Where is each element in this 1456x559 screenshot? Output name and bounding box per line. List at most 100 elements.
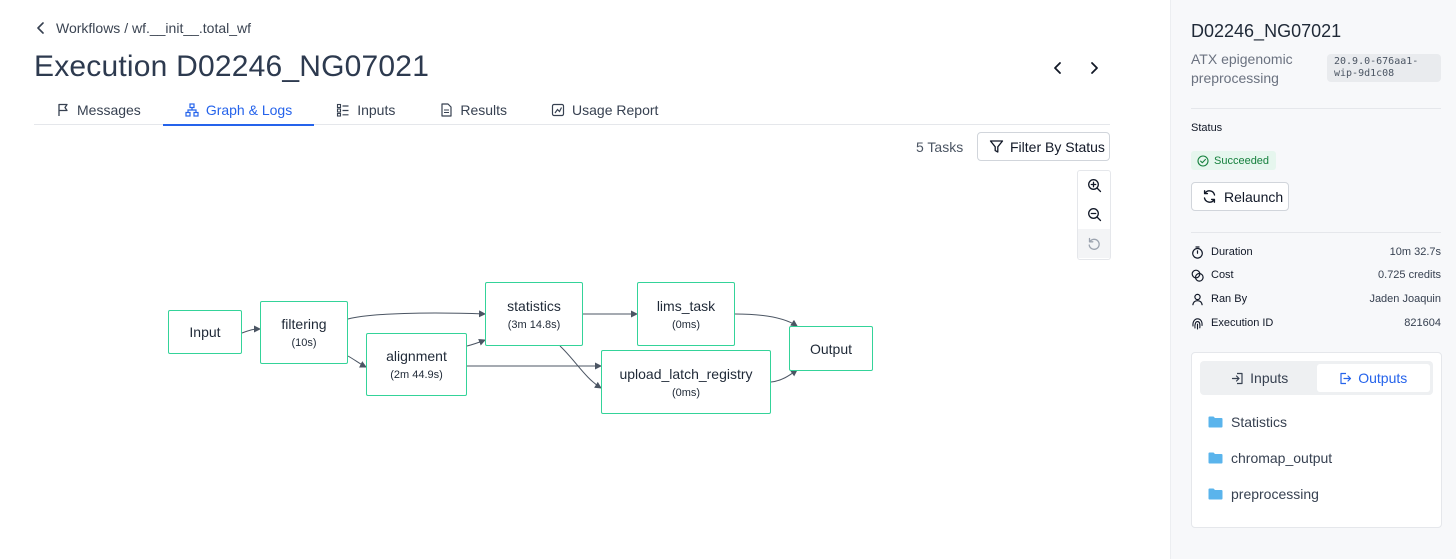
execution-id-row: Execution ID 821604 [1191,314,1441,332]
node-label: lims_task [656,297,716,314]
execution-id-value: 821604 [1404,317,1441,329]
duration-label: Duration [1211,246,1253,258]
tab-label: Usage Report [572,101,659,118]
inputs-toggle-label: Inputs [1250,370,1289,386]
io-panel: Inputs Outputs Statistics chromap_output… [1191,352,1442,528]
execution-id-label: Execution ID [1211,317,1274,329]
divider [1191,108,1441,109]
edge-lims-output [734,313,798,327]
tab-bar: Messages Graph & Logs Inputs Results Usa… [34,94,1110,126]
cost-value: 0.725 credits [1378,269,1441,281]
ran-by-value: Jaden Joaquin [1369,293,1441,305]
execution-nav [1050,58,1102,78]
chevron-left-icon[interactable] [36,19,48,37]
node-label: Output [809,340,853,357]
execution-sidebar: D02246_NG07021 ATX epigenomic preprocess… [1170,0,1456,559]
next-execution-button[interactable] [1086,58,1102,78]
node-duration: (0ms) [671,318,701,331]
edge-input-filtering [241,325,261,334]
breadcrumb[interactable]: Workflows / wf.__init__.total_wf [36,19,251,37]
node-filtering[interactable]: filtering (10s) [260,301,348,364]
zoom-in-icon [1087,179,1101,193]
page-title: Execution D02246_NG07021 [34,50,430,83]
chevron-right-icon [1091,62,1098,74]
tab-usage-report[interactable]: Usage Report [529,94,680,125]
output-folder[interactable]: Statistics [1208,412,1287,432]
tab-label: Messages [77,101,141,118]
graph-icon [185,102,199,117]
zoom-in-button[interactable] [1078,171,1110,200]
fingerprint-icon [1192,317,1203,330]
user-icon [1192,293,1203,305]
relaunch-button[interactable]: Relaunch [1191,182,1289,211]
inputs-toggle[interactable]: Inputs [1203,364,1317,392]
task-count: 5 Tasks [916,139,964,155]
node-statistics[interactable]: statistics (3m 14.8s) [485,282,583,346]
outputs-toggle-label: Outputs [1358,370,1408,386]
node-label: alignment [386,348,447,364]
refresh-icon [1203,190,1216,203]
output-folder[interactable]: preprocessing [1208,484,1319,504]
workflow-graph[interactable]: Input filtering (10s) alignment (2m 44.9… [0,260,1170,440]
node-upload-latch-registry[interactable]: upload_latch_registry (0ms) [601,350,771,414]
tab-label: Results [460,101,508,118]
node-duration: (3m 14.8s) [507,318,561,331]
zoom-controls [1077,170,1111,260]
tab-label: Graph & Logs [205,101,293,118]
tab-results[interactable]: Results [417,94,529,125]
zoom-out-button[interactable] [1078,200,1110,229]
node-duration: (2m 44.9s) [390,369,443,381]
node-output[interactable]: Output [789,326,873,371]
document-icon [441,102,452,117]
node-duration: (0ms) [671,386,701,399]
execution-name: D02246_NG07021 [1191,21,1342,41]
folder-icon [1208,452,1223,464]
tab-messages[interactable]: Messages [34,94,163,125]
edge-alignment-statistics [466,338,486,347]
divider [1191,232,1441,233]
filter-by-status-button[interactable]: Filter By Status [977,132,1110,161]
graph-edges [241,310,798,389]
check-circle-icon [1197,154,1209,167]
ran-by-row: Ran By Jaden Joaquin [1191,290,1441,308]
cost-row: Cost 0.725 credits [1191,266,1441,284]
tab-graph-logs[interactable]: Graph & Logs [162,94,315,126]
node-label: upload_latch_registry [619,365,753,382]
reset-zoom-button[interactable] [1078,229,1110,258]
tab-label: Inputs [357,101,396,118]
sign-out-icon [1340,372,1352,384]
outputs-toggle[interactable]: Outputs [1316,364,1430,392]
folder-icon [1208,488,1223,500]
folder-icon [1208,416,1223,428]
filter-label: Filter By Status [1010,138,1105,155]
zoom-out-icon [1087,208,1101,222]
workflow-name: ATX epigenomic preprocessing [1191,51,1293,86]
duration-value: 10m 32.7s [1389,246,1441,258]
node-alignment[interactable]: alignment (2m 44.9s) [366,333,467,396]
node-lims-task[interactable]: lims_task (0ms) [637,282,735,346]
chart-icon [551,103,565,116]
ran-by-label: Ran By [1211,293,1248,305]
folder-name: chromap_output [1231,450,1333,466]
main-panel: Workflows / wf.__init__.total_wf Executi… [0,19,1170,440]
node-input[interactable]: Input [168,310,242,354]
duration-row: Duration 10m 32.7s [1191,243,1441,261]
edge-filtering-statistics [347,310,486,320]
status-badge: Succeeded [1191,151,1277,170]
sign-in-icon [1232,372,1243,384]
edge-filtering-alignment [347,355,367,368]
node-label: Input [189,324,221,340]
folder-name: preprocessing [1231,486,1319,502]
coins-icon [1191,269,1204,282]
flag-icon [58,103,68,116]
relaunch-label: Relaunch [1224,188,1284,205]
node-label: filtering [281,316,327,332]
reset-icon [1088,237,1100,250]
cost-label: Cost [1211,269,1234,281]
breadcrumb-text[interactable]: Workflows / wf.__init__.total_wf [56,20,252,36]
output-folder[interactable]: chromap_output [1208,448,1332,468]
tab-inputs[interactable]: Inputs [314,94,417,125]
edge-upload-output [770,369,798,383]
previous-execution-button[interactable] [1050,58,1066,78]
edge-statistics-upload [559,345,602,389]
